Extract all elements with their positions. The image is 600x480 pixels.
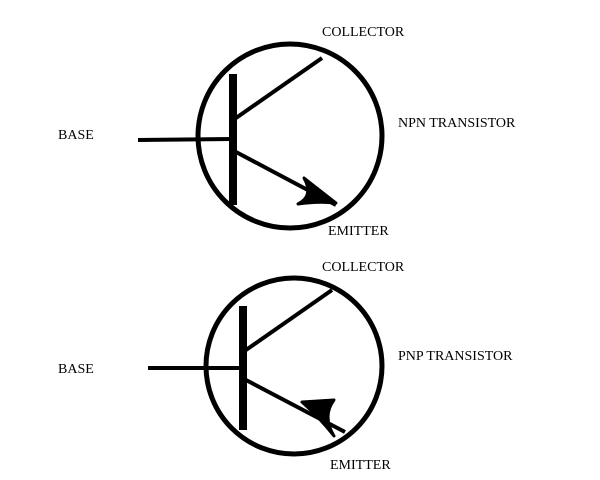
pnp-emitter-arrow-icon: [300, 398, 336, 438]
npn-collector-label: COLLECTOR: [322, 25, 405, 40]
npn-collector-lead: [234, 56, 324, 120]
npn-transistor-symbol: [137, 41, 385, 231]
npn-emitter-label: EMITTER: [328, 224, 389, 239]
npn-base-label: BASE: [58, 128, 94, 143]
pnp-transistor-symbol: [148, 275, 385, 457]
pnp-base-label: BASE: [58, 362, 94, 377]
pnp-collector-label: COLLECTOR: [322, 260, 405, 275]
npn-body-circle: [195, 41, 385, 231]
npn-emitter-arrow-icon: [296, 176, 338, 206]
npn-transistor-label: NPN TRANSISTOR: [398, 116, 516, 131]
pnp-transistor-label: PNP TRANSISTOR: [398, 349, 513, 364]
npn-base-lead: [137, 137, 233, 142]
pnp-emitter-label: EMITTER: [330, 458, 391, 473]
pnp-collector-lead: [244, 288, 334, 352]
